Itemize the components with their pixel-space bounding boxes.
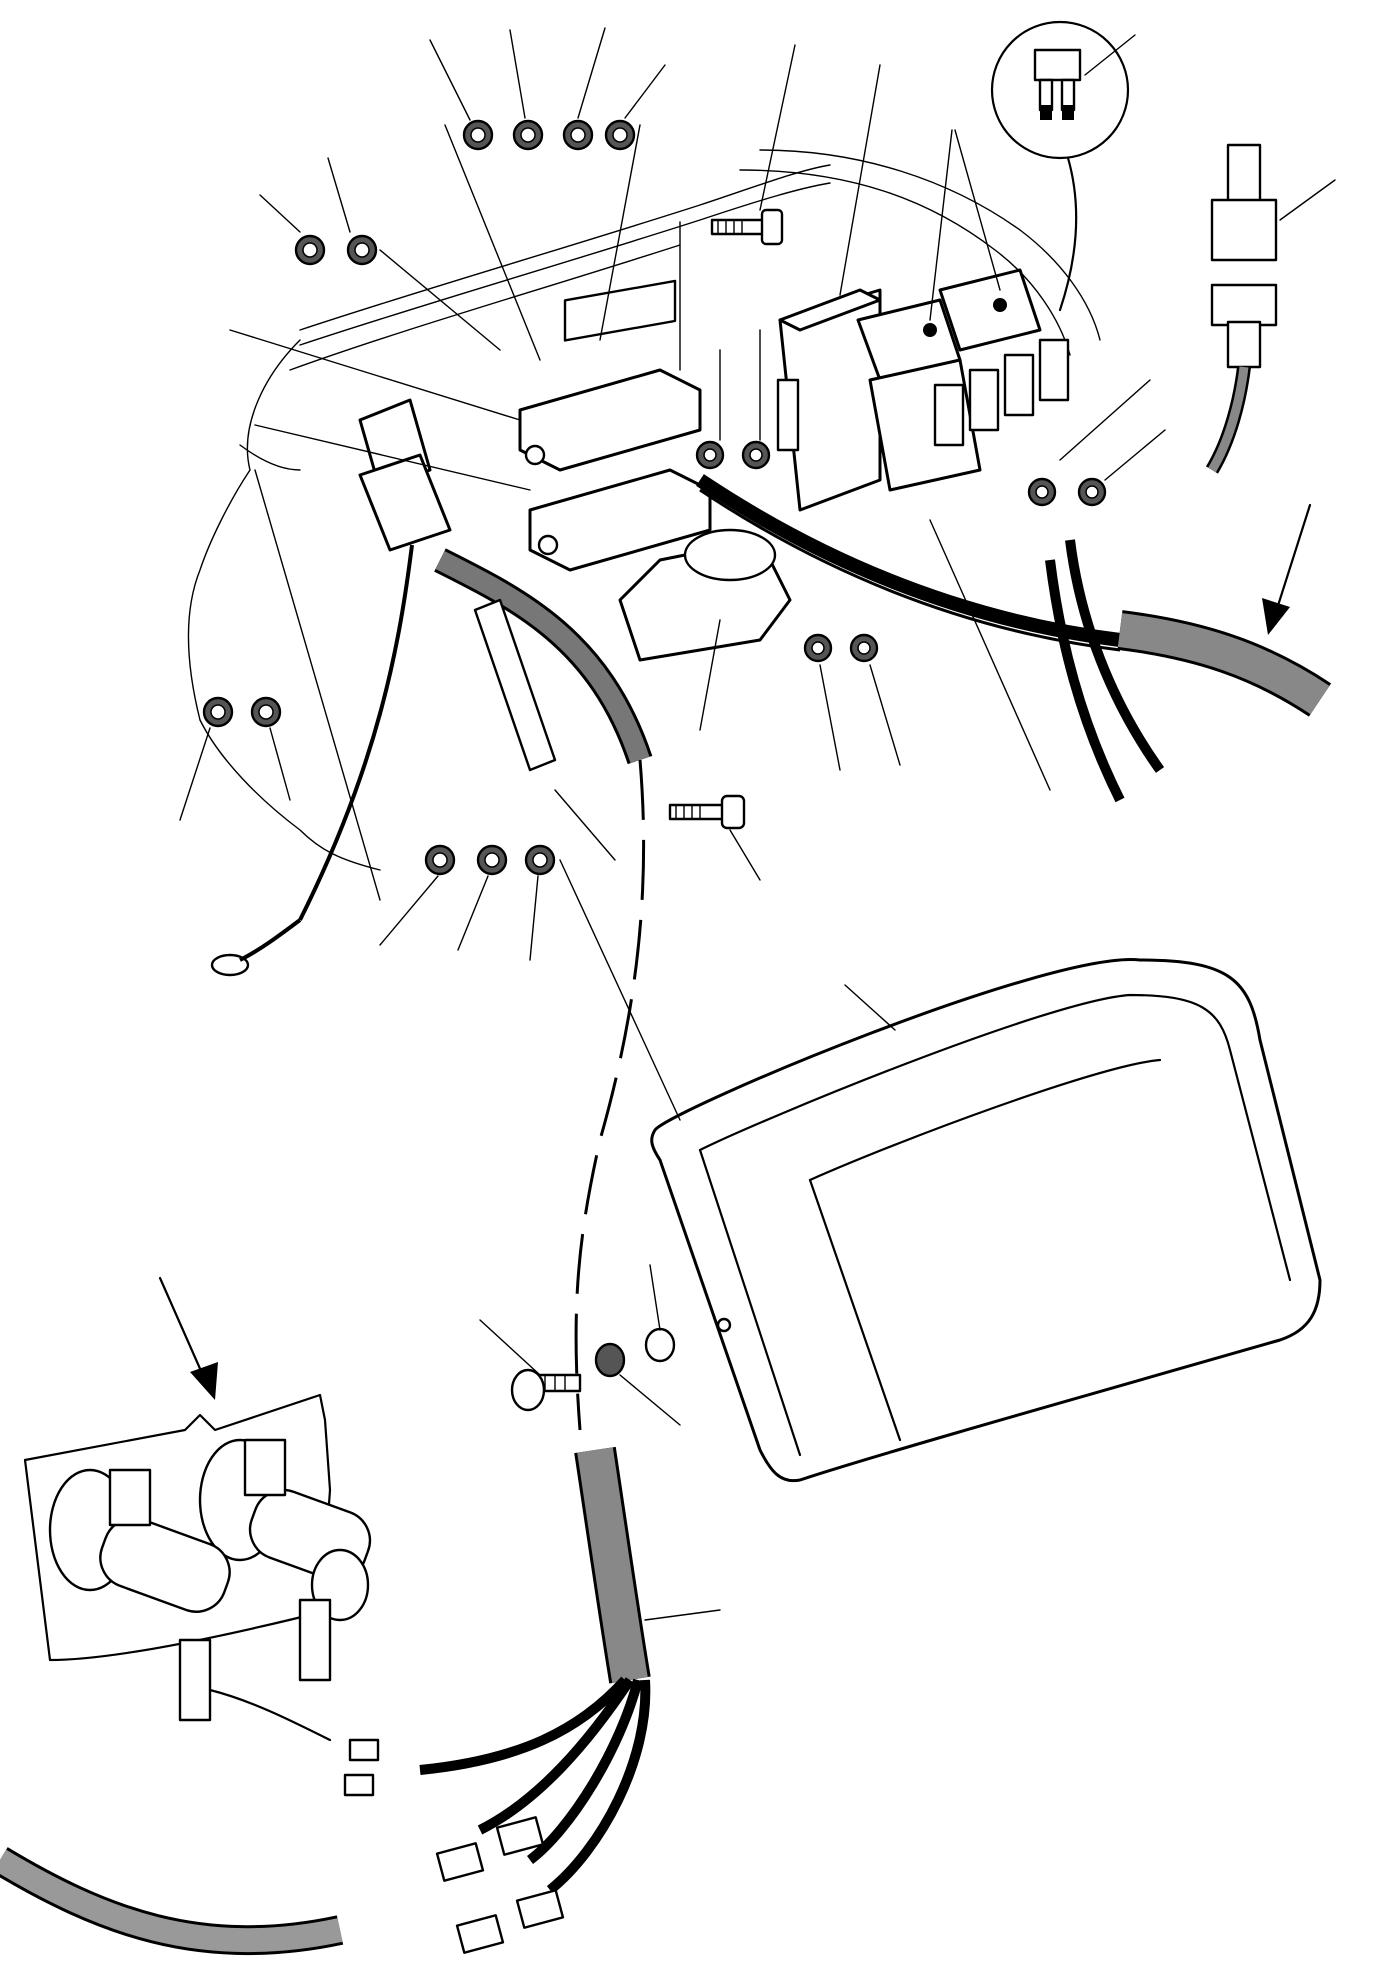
bracket [473,598,557,772]
connector-icon [1205,143,1278,474]
module-upper [518,279,702,472]
brake-master-cylinder-icon [23,1393,380,1797]
nut-row-top [294,119,636,266]
fuse-box [776,268,1070,512]
relay-block-left [358,398,452,552]
arrow-right [1262,503,1312,635]
control-unit-icon [650,958,1322,1483]
buzzer [618,528,792,662]
bolt-icon [710,208,784,246]
routing-line [574,759,646,1431]
bolt-icon-middle [668,794,746,830]
callout-lines [179,27,1336,1621]
relay-icon [856,268,1070,492]
screw-assembly [510,1317,732,1412]
nut-group-lower-left [202,696,556,876]
wiring-harness [210,474,1332,977]
harness-lower [0,1446,651,1956]
module-lower [528,468,712,572]
fuse-inset [990,20,1130,312]
nut-pair-middle [695,440,1107,663]
dashboard-panel-outline [187,149,1101,901]
arrow-left [158,1276,218,1400]
fuse-icon [1033,48,1082,120]
